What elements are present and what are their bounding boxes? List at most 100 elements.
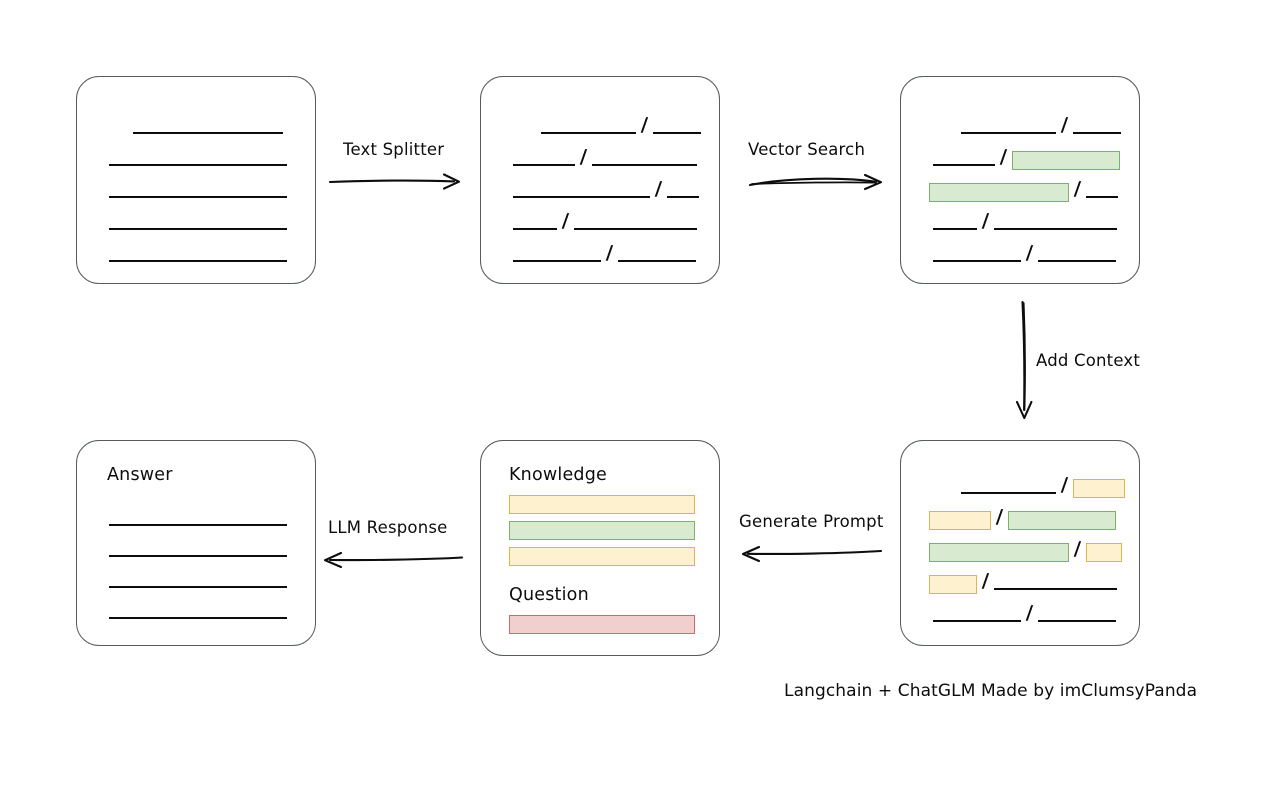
edge-add-context-arrow	[1015, 300, 1033, 420]
text-row	[109, 215, 287, 233]
text-line-segment	[961, 132, 1056, 134]
text-line-segment	[109, 617, 287, 619]
edge-llm-response: LLM Response	[320, 518, 466, 570]
edge-add-context-label: Add Context	[1036, 351, 1141, 370]
text-line-segment	[993, 228, 1117, 230]
text-line-segment	[1072, 132, 1121, 134]
highlight-chunk-green	[929, 182, 1069, 202]
text-line-segment	[1085, 196, 1118, 198]
text-line-segment	[933, 228, 977, 230]
text-row	[109, 151, 287, 169]
text-line-segment	[666, 196, 699, 198]
text-row: /	[933, 146, 1120, 170]
text-line-segment	[109, 260, 287, 262]
text-row: /	[513, 210, 697, 233]
edge-llm-response-label: LLM Response	[328, 518, 448, 537]
text-row	[109, 573, 287, 591]
text-line-segment	[109, 524, 287, 526]
text-line-segment	[513, 164, 575, 166]
prompt-chunk-red	[509, 615, 695, 634]
text-line-segment	[513, 260, 601, 262]
text-line-segment	[933, 620, 1021, 622]
slash-separator: /	[1025, 242, 1034, 264]
edge-generate-prompt-label: Generate Prompt	[739, 512, 884, 531]
text-row: /	[929, 178, 1118, 202]
text-row: /	[933, 210, 1117, 233]
text-line-segment	[133, 132, 283, 134]
node-source-document[interactable]	[76, 76, 316, 284]
slash-separator: /	[1025, 602, 1034, 624]
slash-separator: /	[1073, 178, 1082, 200]
edge-vector-search: Vector Search	[748, 140, 890, 192]
node-matched-document[interactable]: / / / / /	[900, 76, 1140, 284]
text-line-segment	[109, 555, 287, 557]
text-row: /	[961, 474, 1125, 498]
text-row: /	[513, 178, 699, 201]
slash-separator: /	[1060, 474, 1069, 496]
text-row: /	[541, 114, 701, 137]
text-row: /	[513, 146, 697, 169]
text-line-segment	[109, 586, 287, 588]
text-line-segment	[1037, 260, 1116, 262]
text-row	[109, 604, 287, 622]
text-line-segment	[993, 588, 1117, 590]
slash-separator: /	[999, 146, 1008, 168]
slash-separator: /	[654, 178, 663, 200]
text-line-segment	[109, 196, 287, 198]
slash-separator: /	[561, 210, 570, 232]
text-row	[109, 183, 287, 201]
text-row: /	[929, 538, 1122, 562]
text-row: /	[933, 602, 1116, 625]
text-line-segment	[109, 164, 287, 166]
edge-add-context: Add Context	[1004, 300, 1164, 422]
text-line-segment	[617, 260, 696, 262]
text-line-segment	[933, 260, 1021, 262]
node-prompt[interactable]: Knowledge Question	[480, 440, 720, 656]
text-line-segment	[513, 228, 557, 230]
edge-vector-search-label: Vector Search	[748, 140, 866, 159]
edge-generate-prompt: Generate Prompt	[736, 512, 884, 564]
text-line-segment	[933, 164, 995, 166]
slash-separator: /	[579, 146, 588, 168]
edge-text-splitter-label: Text Splitter	[343, 140, 445, 159]
highlight-chunk-yellow	[929, 574, 977, 594]
slash-separator: /	[1060, 114, 1069, 136]
node-answer[interactable]: Answer	[76, 440, 316, 646]
prompt-chunk-yellow	[509, 495, 695, 514]
highlight-chunk-yellow	[929, 510, 991, 530]
text-line-segment	[652, 132, 701, 134]
text-line-segment	[573, 228, 697, 230]
slash-separator: /	[981, 570, 990, 592]
node-split-document[interactable]: / / / / /	[480, 76, 720, 284]
highlight-chunk-yellow	[1072, 478, 1125, 498]
edge-generate-prompt-arrow	[741, 545, 883, 563]
text-row: /	[929, 506, 1116, 530]
edge-vector-search-arrow	[748, 173, 883, 191]
highlight-chunk-green	[1007, 510, 1116, 530]
edge-llm-response-arrow	[323, 551, 464, 569]
text-line-segment	[1037, 620, 1116, 622]
slash-separator: /	[995, 506, 1004, 528]
highlight-chunk-green	[929, 542, 1069, 562]
text-row: /	[929, 570, 1117, 594]
text-row	[109, 247, 287, 265]
edge-text-splitter-arrow	[328, 173, 461, 190]
footer-credit: Langchain + ChatGLM Made by imClumsyPand…	[784, 681, 1198, 701]
prompt-question-title: Question	[509, 585, 589, 605]
slash-separator: /	[605, 242, 614, 264]
text-line-segment	[541, 132, 636, 134]
highlight-chunk-yellow	[1085, 542, 1122, 562]
prompt-chunk-yellow	[509, 547, 695, 566]
slash-separator: /	[640, 114, 649, 136]
text-row	[109, 511, 287, 529]
text-line-segment	[513, 196, 650, 198]
text-row: /	[513, 242, 696, 265]
text-line-segment	[591, 164, 697, 166]
highlight-chunk-green	[1011, 150, 1120, 170]
edge-text-splitter: Text Splitter	[328, 140, 468, 192]
node-context-document[interactable]: / / / / /	[900, 440, 1140, 646]
answer-title: Answer	[107, 465, 173, 485]
prompt-chunk-green	[509, 521, 695, 540]
text-line-segment	[961, 492, 1056, 494]
